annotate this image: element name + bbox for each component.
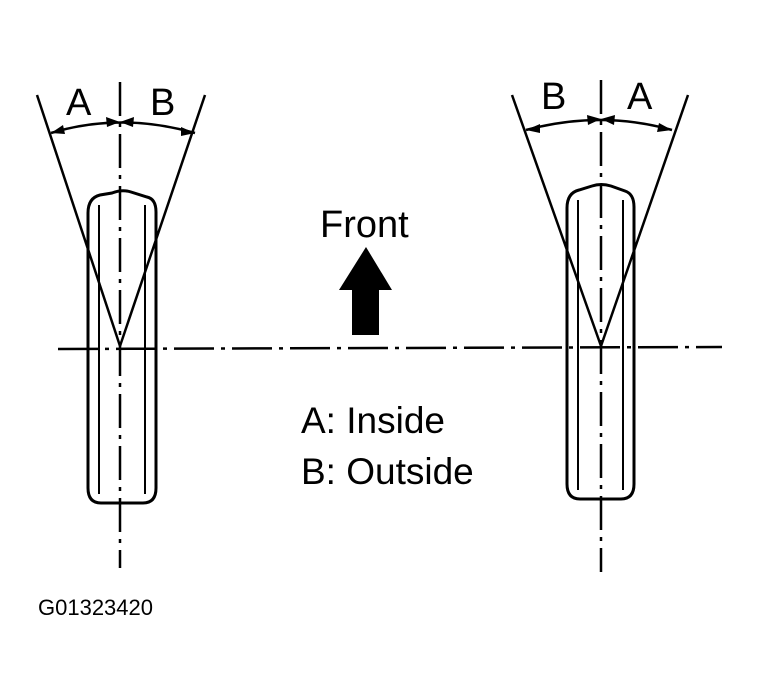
front-arrow-icon (339, 247, 392, 335)
right-angle-arc (525, 118, 673, 132)
right-toe-line-b (510, 94, 603, 347)
left-label-b: B (150, 82, 176, 124)
left-label-a: A (66, 82, 92, 124)
right-arc-arrowhead-b (526, 124, 540, 133)
axle-centerline (57, 345, 723, 351)
left-angle-arc (50, 121, 196, 135)
left-toe-line-a (35, 94, 122, 347)
left-arc-center-arrow-2 (120, 117, 134, 127)
left-tire (86, 189, 158, 505)
left-arc-arrowhead-a (51, 125, 65, 134)
right-arc-center-arrow (587, 115, 601, 125)
left-arc-center-arrow (106, 117, 120, 127)
figure-code: G01323420 (38, 595, 153, 620)
right-tire (565, 183, 636, 501)
right-arc-center-arrow-2 (601, 115, 615, 125)
legend-outside: B: Outside (301, 451, 474, 492)
right-label-b: B (541, 76, 567, 118)
right-label-a: A (627, 76, 653, 118)
right-toe-line-a (599, 94, 690, 347)
left-wheel (35, 82, 207, 568)
right-wheel (510, 80, 690, 572)
right-arc-arrowhead-a (657, 123, 672, 132)
legend-inside: A: Inside (301, 400, 445, 441)
left-toe-line-b (118, 94, 207, 347)
left-arc-arrowhead-b (181, 127, 195, 136)
front-label: Front (320, 204, 409, 246)
